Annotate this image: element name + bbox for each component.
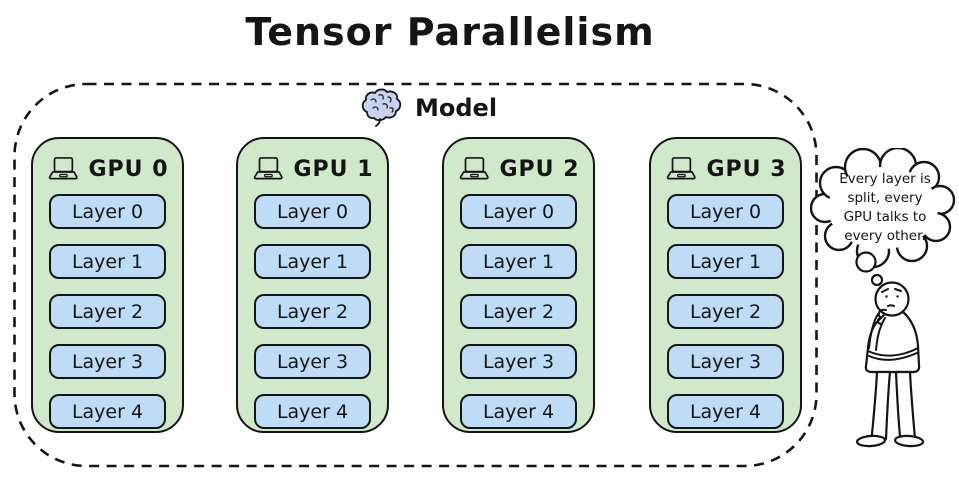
laptop-icon bbox=[254, 157, 284, 180]
layer-box: Layer 0 bbox=[254, 194, 371, 229]
layer-box: Layer 4 bbox=[49, 394, 166, 429]
gpu-header: GPU 2 bbox=[444, 147, 593, 191]
thought-bubble-text: Every layer is split, every GPU talks to… bbox=[839, 171, 931, 244]
gpu-label: GPU 2 bbox=[499, 156, 580, 182]
thinking-person bbox=[855, 251, 925, 448]
layer-box: Layer 4 bbox=[667, 394, 784, 429]
layer-box: Layer 3 bbox=[254, 344, 371, 379]
laptop-icon bbox=[49, 157, 79, 180]
layer-box: Layer 1 bbox=[49, 244, 166, 279]
gpu-label: GPU 3 bbox=[706, 156, 787, 182]
gpu-label: GPU 1 bbox=[293, 156, 374, 182]
layer-box: Layer 1 bbox=[254, 244, 371, 279]
layer-box: Layer 0 bbox=[460, 194, 577, 229]
layer-list: Layer 0 Layer 1 Layer 2 Layer 3 Layer 4 bbox=[460, 194, 577, 429]
layer-box: Layer 2 bbox=[667, 294, 784, 329]
layer-box: Layer 1 bbox=[667, 244, 784, 279]
gpu-box-3: GPU 3 Layer 0 Layer 1 Layer 2 Layer 3 La… bbox=[649, 137, 802, 433]
gpu-label: GPU 0 bbox=[88, 156, 169, 182]
gpu-header: GPU 1 bbox=[238, 147, 387, 191]
thought-trail-circle bbox=[855, 251, 877, 273]
laptop-icon bbox=[460, 157, 490, 180]
layer-box: Layer 4 bbox=[254, 394, 371, 429]
model-label: Model bbox=[415, 94, 498, 122]
layer-box: Layer 2 bbox=[254, 294, 371, 329]
layer-list: Layer 0 Layer 1 Layer 2 Layer 3 Layer 4 bbox=[254, 194, 371, 429]
diagram-title: Tensor Parallelism bbox=[245, 10, 655, 54]
brain-icon bbox=[361, 88, 402, 127]
gpu-box-1: GPU 1 Layer 0 Layer 1 Layer 2 Layer 3 La… bbox=[236, 137, 389, 433]
model-header: Model bbox=[357, 88, 497, 128]
layer-box: Layer 4 bbox=[460, 394, 577, 429]
layer-box: Layer 3 bbox=[49, 344, 166, 379]
layer-box: Layer 0 bbox=[49, 194, 166, 229]
layer-box: Layer 0 bbox=[667, 194, 784, 229]
gpu-header: GPU 0 bbox=[33, 147, 182, 191]
gpu-header: GPU 3 bbox=[651, 147, 800, 191]
gpu-box-0: GPU 0 Layer 0 Layer 1 Layer 2 Layer 3 La… bbox=[31, 137, 184, 433]
layer-box: Layer 1 bbox=[460, 244, 577, 279]
thought-bubble bbox=[810, 148, 956, 269]
layer-box: Layer 3 bbox=[667, 344, 784, 379]
gpu-box-2: GPU 2 Layer 0 Layer 1 Layer 2 Layer 3 La… bbox=[442, 137, 595, 433]
layer-list: Layer 0 Layer 1 Layer 2 Layer 3 Layer 4 bbox=[49, 194, 166, 429]
layer-box: Layer 3 bbox=[460, 344, 577, 379]
layer-list: Layer 0 Layer 1 Layer 2 Layer 3 Layer 4 bbox=[667, 194, 784, 429]
thought-trail-circle bbox=[870, 273, 884, 287]
laptop-icon bbox=[667, 157, 697, 180]
layer-box: Layer 2 bbox=[460, 294, 577, 329]
layer-box: Layer 2 bbox=[49, 294, 166, 329]
